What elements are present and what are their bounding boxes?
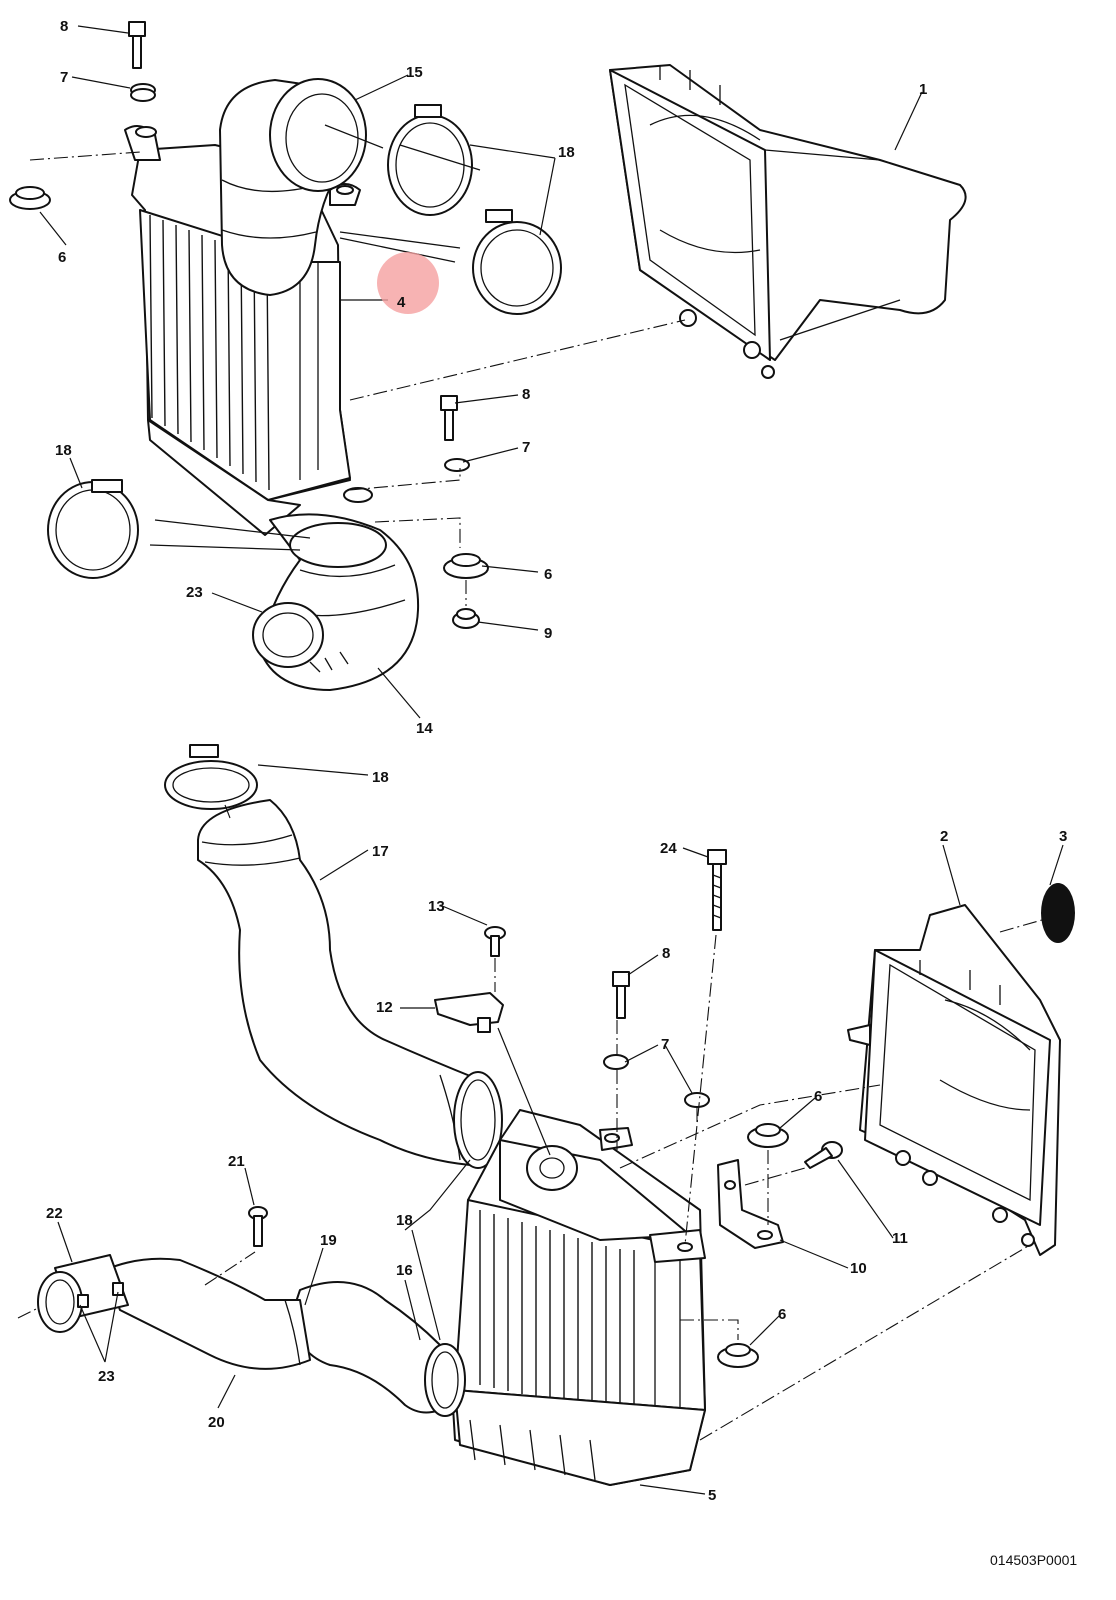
callout-2: 2 xyxy=(940,828,948,845)
callout-3: 3 xyxy=(1059,828,1067,845)
leader-lines-lower xyxy=(17,764,1064,1495)
long-hose-17 xyxy=(197,799,503,1169)
drawing-code: 014503P0001 xyxy=(990,1552,1077,1568)
upper-elbow-hose xyxy=(219,78,367,296)
callout-7: 7 xyxy=(661,1036,669,1053)
hose-clamp-upper-b xyxy=(472,209,562,315)
callout-11: 11 xyxy=(892,1230,908,1247)
bracket-10 xyxy=(717,1159,784,1249)
callout-6: 6 xyxy=(778,1306,786,1323)
screw-13 xyxy=(484,926,506,957)
callout-6: 6 xyxy=(814,1088,822,1105)
intercooler-lower xyxy=(451,1109,706,1486)
callout-9: 9 xyxy=(544,625,552,642)
hose-clamp-lower-top xyxy=(164,744,258,810)
bolt-21 xyxy=(248,1206,268,1247)
highlight-marker xyxy=(377,252,439,314)
callout-18: 18 xyxy=(558,144,575,161)
callout-18: 18 xyxy=(55,442,72,459)
callout-17: 17 xyxy=(372,843,389,860)
hose-clamp-left xyxy=(47,479,139,579)
bolt-11 xyxy=(804,1141,843,1169)
callout-18: 18 xyxy=(396,1212,413,1229)
hose-clamp-upper-a xyxy=(387,104,473,216)
sensor-12 xyxy=(434,992,504,1033)
callout-6: 6 xyxy=(544,566,552,583)
air-duct-1 xyxy=(609,64,967,379)
callout-8: 8 xyxy=(522,386,530,403)
air-duct-2 xyxy=(847,904,1061,1256)
callout-18: 18 xyxy=(372,769,389,786)
hose-20 xyxy=(104,1257,311,1370)
callout-19: 19 xyxy=(320,1232,337,1249)
callout-24: 24 xyxy=(660,840,677,857)
callout-6: 6 xyxy=(58,249,66,266)
callout-21: 21 xyxy=(228,1153,245,1170)
callout-4: 4 xyxy=(397,294,406,311)
callout-16: 16 xyxy=(396,1262,413,1279)
callout-14: 14 xyxy=(416,720,433,737)
callout-8: 8 xyxy=(662,945,670,962)
callout-22: 22 xyxy=(46,1205,63,1222)
callout-1: 1 xyxy=(919,81,927,98)
hose-16 xyxy=(289,1281,466,1417)
callout-12: 12 xyxy=(376,999,393,1016)
lower-elbow-hose xyxy=(252,513,420,691)
callout-7: 7 xyxy=(60,69,68,86)
callout-10: 10 xyxy=(850,1260,867,1277)
callout-labels: 8 7 15 1 18 6 4 8 18 7 6 23 9 14 18 2 3 … xyxy=(46,18,1067,1504)
callout-15: 15 xyxy=(406,64,423,81)
bolt-24 xyxy=(707,849,727,931)
pipe-22 xyxy=(37,1254,129,1333)
hardware-lower xyxy=(603,971,789,1368)
callout-7: 7 xyxy=(522,439,530,456)
leader-lines-upper xyxy=(29,25,923,719)
cap-3 xyxy=(1041,883,1075,943)
callout-8: 8 xyxy=(60,18,68,35)
callout-5: 5 xyxy=(708,1487,716,1504)
callout-13: 13 xyxy=(428,898,445,915)
callout-20: 20 xyxy=(208,1414,225,1431)
callout-23: 23 xyxy=(98,1368,115,1385)
hardware-upper xyxy=(9,21,489,629)
callout-23: 23 xyxy=(186,584,203,601)
